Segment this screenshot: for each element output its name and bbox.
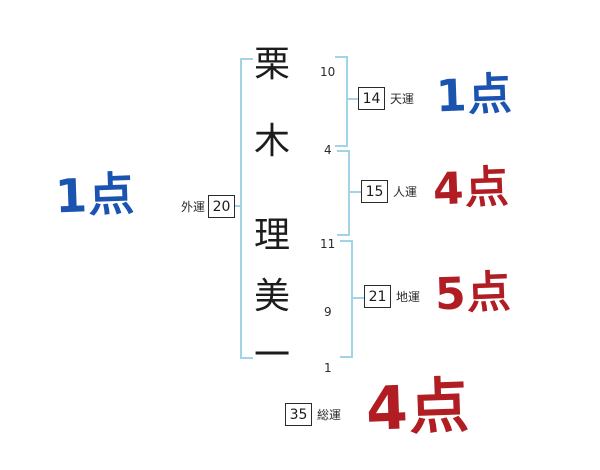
name-char-1: 栗 — [253, 44, 290, 85]
stroke-count-1: 10 — [320, 65, 336, 79]
stroke-count-4: 9 — [324, 305, 332, 319]
fortune-box-outer: 20 — [208, 195, 235, 218]
fortune-label-outer: 外運 — [181, 200, 206, 214]
fortune-label-person: 人運 — [393, 185, 418, 199]
score-person: 4点 — [432, 161, 511, 216]
fortune-label-heaven: 天運 — [390, 92, 415, 106]
fortune-box-total: 35 — [285, 403, 312, 426]
bracket-outer — [240, 58, 253, 359]
stroke-count-2: 4 — [324, 143, 332, 157]
score-heaven: 1点 — [435, 68, 514, 123]
stroke-count-3: 11 — [320, 237, 336, 251]
score-total: 4点 — [364, 371, 471, 445]
score-earth: 5点 — [434, 266, 513, 321]
bracket-person — [337, 150, 350, 236]
name-char-2: 木 — [253, 121, 290, 162]
name-char-5: 一 — [253, 335, 290, 376]
bracket-earth — [340, 240, 353, 358]
bracket-heaven — [335, 56, 348, 147]
fortune-label-earth: 地運 — [396, 290, 421, 304]
stroke-count-5: 1 — [324, 361, 332, 375]
fortune-label-total: 総運 — [317, 408, 342, 422]
fortune-box-heaven: 14 — [358, 87, 385, 110]
fortune-box-person: 15 — [361, 180, 388, 203]
fortune-box-earth: 21 — [364, 285, 391, 308]
bracket-heaven-tick — [348, 98, 358, 100]
bracket-person-tick — [350, 191, 361, 193]
bracket-outer-tick — [234, 205, 241, 207]
name-char-3: 理 — [253, 215, 290, 256]
score-outer: 1点 — [54, 166, 136, 224]
name-char-4: 美 — [253, 276, 290, 317]
bracket-earth-tick — [353, 297, 364, 299]
